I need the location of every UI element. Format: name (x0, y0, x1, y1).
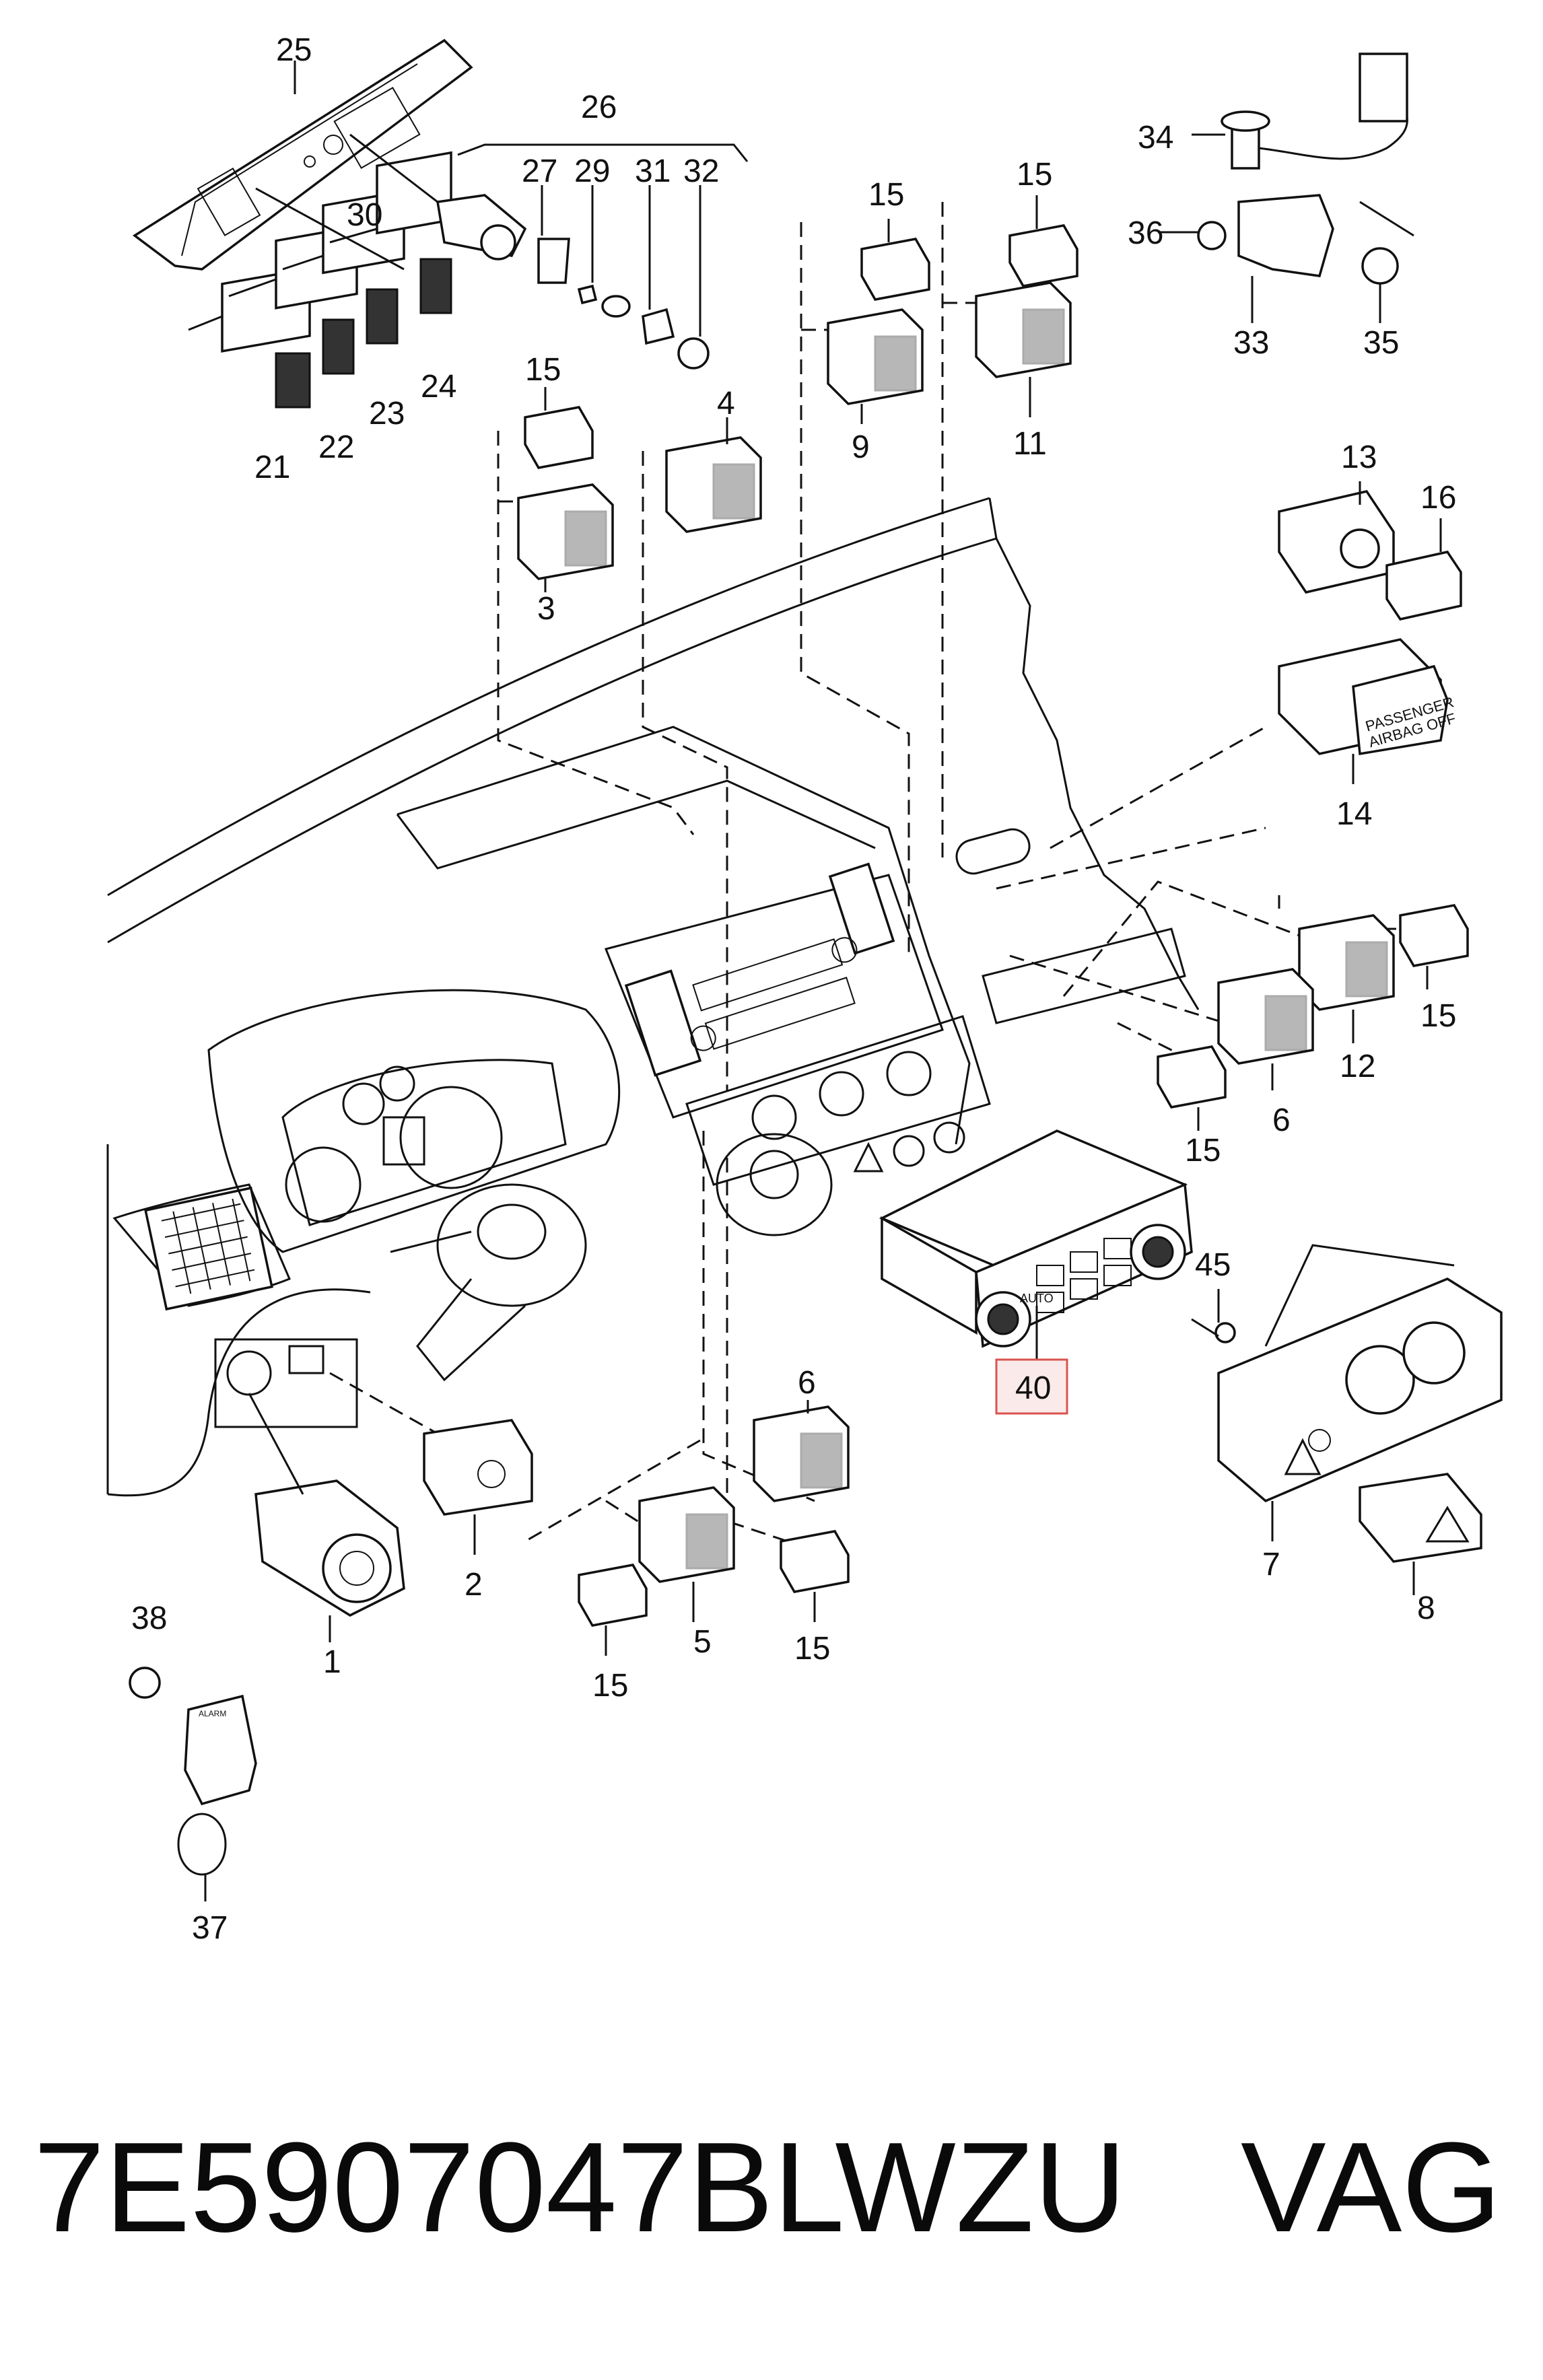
auto-label: AUTO (1020, 1292, 1054, 1305)
callout-27: 27 (522, 153, 557, 189)
callout-6b: 6 (798, 1365, 816, 1401)
callout-31: 31 (635, 153, 671, 189)
callout-35: 35 (1363, 325, 1399, 361)
callout-1: 1 (323, 1644, 341, 1680)
callout-34: 34 (1138, 120, 1173, 155)
callout-22: 22 (318, 429, 354, 465)
callout-38: 38 (131, 1601, 167, 1636)
callout-15g: 15 (794, 1631, 830, 1667)
callout-13: 13 (1341, 440, 1377, 475)
highlight-box-40 (995, 1358, 1068, 1415)
switch-5 (638, 1486, 735, 1583)
switch-panel-group (132, 38, 749, 409)
callout-40: 40 (1015, 1370, 1051, 1406)
key-badge-text: ALARM (199, 1709, 226, 1718)
callout-25: 25 (276, 32, 312, 68)
callout-lines (204, 61, 1442, 1901)
callout-numbers: 25 26 27 29 31 32 30 24 23 22 21 15 4 3 … (131, 32, 1456, 1946)
callout-26: 26 (581, 90, 617, 125)
climate-control-40: AUTO (879, 1129, 1193, 1360)
light-switch-7 (1217, 1244, 1503, 1503)
callout-9: 9 (852, 429, 870, 465)
callout-2: 2 (465, 1567, 483, 1603)
cap-15f (578, 1564, 648, 1627)
callout-24: 24 (421, 369, 456, 405)
callout-23: 23 (369, 396, 405, 431)
switch-6-lower (753, 1405, 850, 1502)
callout-3: 3 (537, 591, 555, 627)
callout-15d: 15 (1420, 998, 1456, 1034)
battery-38 (129, 1667, 161, 1699)
parts-diagram: PASSENGER AIRBAG OFF AUTO (106, 32, 1503, 1946)
callout-37: 37 (192, 1910, 228, 1946)
switch-blocks (517, 224, 1469, 1627)
callout-45: 45 (1195, 1247, 1231, 1283)
callout-16: 16 (1420, 480, 1456, 516)
hazard-switch-8 (1359, 1473, 1482, 1563)
screw-45 (1191, 1318, 1236, 1343)
part-16 (1385, 551, 1462, 621)
switch-12 (1298, 914, 1395, 1011)
switch-6-right (1217, 968, 1314, 1065)
switch-9 (827, 308, 924, 405)
right-parts: PASSENGER AIRBAG OFF (1197, 53, 1462, 756)
cap-15g (780, 1530, 850, 1593)
callout-15f: 15 (592, 1668, 628, 1704)
sensor-33-36 (1197, 53, 1414, 285)
cap-15a (524, 406, 594, 469)
callout-21: 21 (254, 450, 290, 485)
light-switch-1 (248, 1393, 405, 1617)
callout-6a: 6 (1272, 1102, 1291, 1138)
callout-12: 12 (1340, 1049, 1375, 1084)
callout-11: 11 (1013, 426, 1047, 462)
callout-36: 36 (1128, 215, 1163, 251)
key-37: ALARM (177, 1694, 257, 1876)
callout-33: 33 (1233, 325, 1269, 361)
cap-15d (1399, 904, 1469, 967)
callout-4: 4 (717, 386, 735, 421)
cap-15e (1157, 1045, 1227, 1109)
cap-15c (1008, 224, 1078, 287)
callout-8: 8 (1417, 1590, 1435, 1626)
callout-7: 7 (1262, 1547, 1280, 1582)
callout-15e: 15 (1185, 1133, 1221, 1168)
switch-11 (975, 281, 1072, 378)
brand-name: VAG (1240, 2116, 1502, 2259)
cap-15b (860, 238, 930, 301)
callout-29: 29 (574, 153, 610, 189)
switch-24 (376, 151, 452, 314)
callout-30: 30 (347, 197, 382, 233)
callout-5: 5 (693, 1624, 712, 1660)
switch-2 (423, 1419, 533, 1516)
lower-parts: ALARM (129, 1244, 1503, 1876)
part-13 (1278, 490, 1395, 594)
part-14: PASSENGER AIRBAG OFF (1278, 638, 1458, 756)
callout-15b: 15 (868, 177, 904, 213)
switch-3 (517, 483, 614, 580)
switch-4 (665, 436, 762, 533)
callout-15a: 15 (525, 352, 561, 388)
callout-14: 14 (1336, 796, 1372, 832)
callout-15c: 15 (1017, 157, 1052, 193)
dashboard-outline (106, 497, 1200, 1497)
part-number: 7E5907047BLWZU (34, 2116, 1126, 2259)
callout-32: 32 (683, 153, 719, 189)
